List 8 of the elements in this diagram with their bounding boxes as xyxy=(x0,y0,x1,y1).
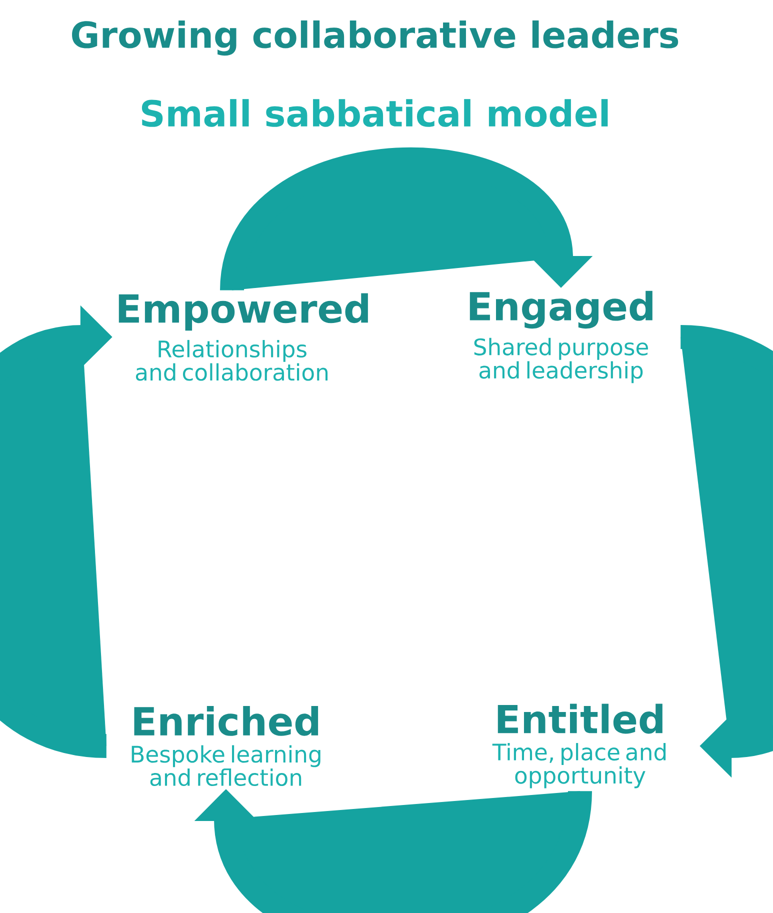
title: Growing collaborative leaders xyxy=(72,20,678,56)
curved-arrow xyxy=(220,148,593,292)
stage-text: Enriched Bespoke learning and reflection xyxy=(132,706,320,786)
curved-arrow xyxy=(678,325,773,778)
stage-text: Engaged Shared purpose and leadership xyxy=(470,290,652,384)
subtitle: Small sabbatical model xyxy=(142,99,608,127)
stage-text: Empowered Relationships and collaboration xyxy=(118,293,368,381)
stage-text: Entitled Time, place and opportunity xyxy=(492,704,666,788)
